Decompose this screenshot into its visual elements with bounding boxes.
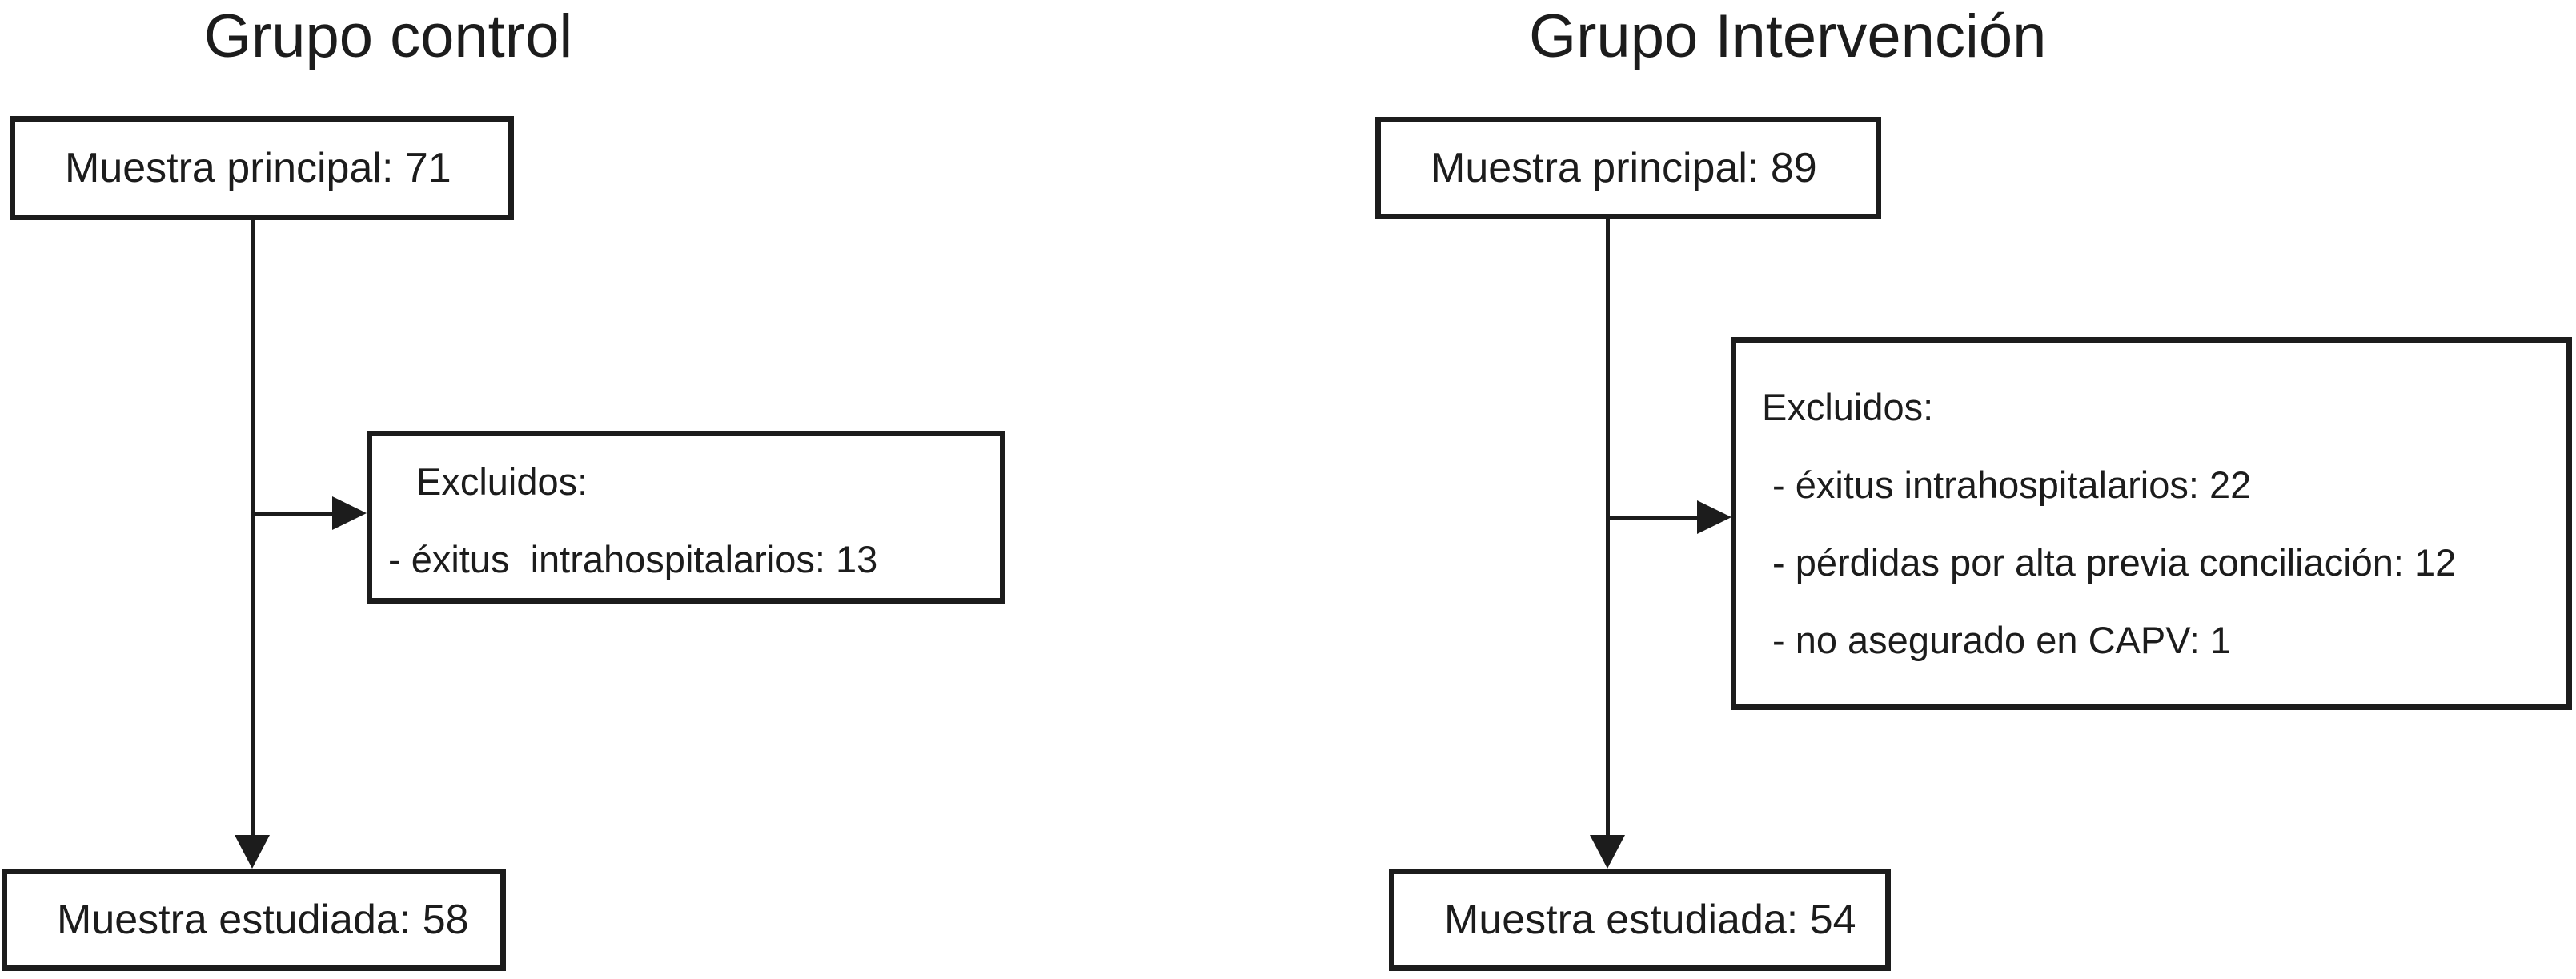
- intervention-vertical-connector-line: [1606, 219, 1610, 835]
- control-vertical-connector-line: [251, 220, 255, 835]
- control-branch-line: [252, 512, 332, 516]
- control-main-sample-label: Muestra principal: 71: [65, 145, 451, 191]
- intervention-studied-sample-box: Muestra estudiada: 54: [1389, 869, 1891, 971]
- intervention-excluded-box: Excluidos: - éxitus intrahospitalarios: …: [1731, 337, 2572, 710]
- intervention-studied-sample-label: Muestra estudiada: 54: [1444, 897, 1856, 943]
- intervention-arrow-down-icon: [1590, 835, 1625, 869]
- intervention-excluded-item-3: - no asegurado en CAPV: 1: [1772, 619, 2232, 661]
- intervention-arrow-right-icon: [1697, 500, 1731, 534]
- control-arrow-down-icon: [235, 835, 270, 869]
- intervention-group-title: Grupo Intervención: [1529, 2, 2047, 70]
- intervention-branch-line: [1607, 516, 1697, 520]
- intervention-excluded-item-1: - éxitus intrahospitalarios: 22: [1772, 463, 2252, 506]
- intervention-main-sample-label: Muestra principal: 89: [1430, 145, 1817, 191]
- intervention-excluded-item-2: - pérdidas por alta previa conciliación:…: [1772, 541, 2457, 584]
- control-main-sample-box: Muestra principal: 71: [10, 116, 514, 220]
- control-excluded-box: Excluidos: - éxitus intrahospitalarios: …: [367, 431, 1005, 604]
- control-excluded-item-1: - éxitus intrahospitalarios: 13: [388, 538, 878, 580]
- intervention-excluded-heading: Excluidos:: [1762, 386, 1934, 428]
- control-group-title: Grupo control: [203, 2, 573, 70]
- control-arrow-right-icon: [332, 496, 367, 530]
- control-excluded-heading: Excluidos:: [416, 460, 588, 503]
- control-studied-sample-label: Muestra estudiada: 58: [57, 897, 469, 943]
- intervention-main-sample-box: Muestra principal: 89: [1375, 117, 1881, 219]
- control-studied-sample-box: Muestra estudiada: 58: [2, 869, 506, 971]
